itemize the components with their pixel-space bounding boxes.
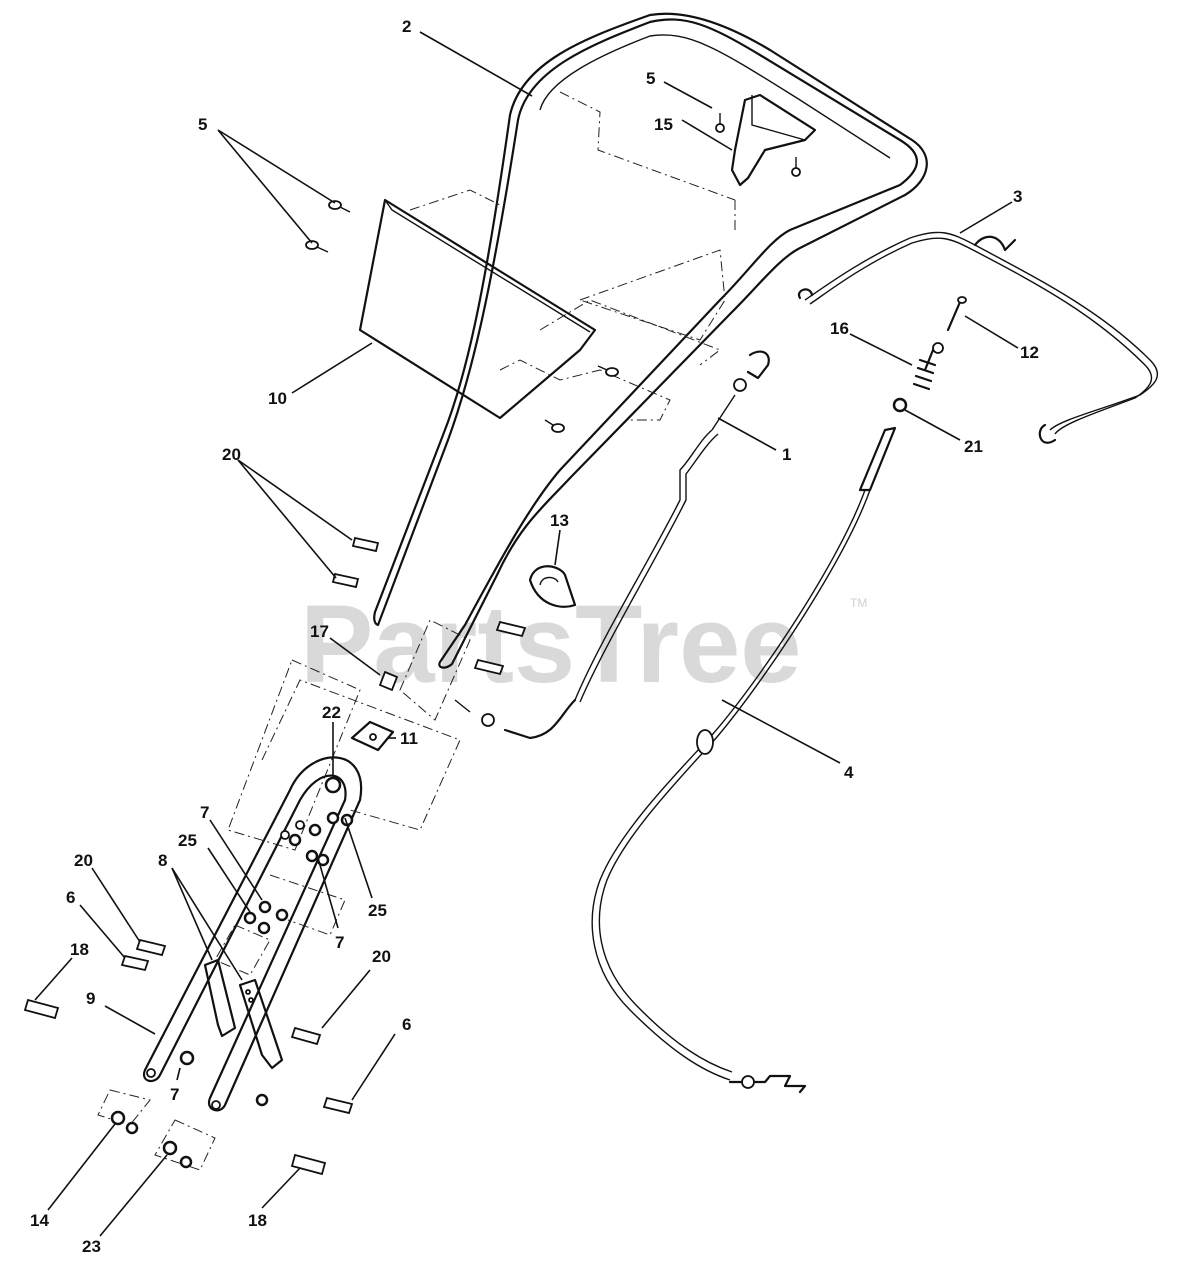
callout-14: 14 [30, 1211, 49, 1230]
bolt-20-mid [331, 572, 360, 589]
washers-14 [110, 1110, 139, 1135]
callout-17: 17 [310, 622, 329, 641]
bolt-6-left [120, 954, 150, 972]
callout-15: 15 [654, 115, 673, 134]
callout-5-top: 5 [646, 69, 655, 88]
bolt-upper-2 [473, 658, 505, 676]
screw-5-upper [328, 200, 351, 213]
nut-7-bottom [179, 1050, 195, 1066]
bracket-8-right [238, 978, 284, 1070]
spring-16 [912, 342, 944, 391]
bolt-20-left [135, 938, 167, 957]
callout-18-left: 18 [70, 940, 89, 959]
callout-20-left: 20 [74, 851, 93, 870]
lower-handle [142, 756, 363, 1112]
bolt-18-right [290, 1153, 327, 1176]
bushing-13 [528, 565, 577, 608]
drive-cable-3 [797, 231, 1159, 444]
bolt-6-right [322, 1096, 354, 1115]
leader-lines [34, 31, 1019, 1237]
upper-handle [373, 12, 928, 669]
callout-7-a: 7 [200, 803, 209, 822]
callout-4: 4 [844, 763, 854, 782]
bolt-20-right [290, 1026, 322, 1046]
screw-panel-right-lower [544, 419, 565, 433]
callout-10: 10 [268, 389, 287, 408]
callouts: 2 5 15 5 3 16 12 21 10 1 20 13 17 22 11 … [30, 17, 1039, 1256]
callout-13: 13 [550, 511, 569, 530]
screw-15-b [791, 157, 801, 177]
callout-12: 12 [1020, 343, 1039, 362]
callout-21: 21 [964, 437, 983, 456]
upper-dashed-guides [227, 619, 471, 851]
callout-7-c: 7 [170, 1085, 179, 1104]
callout-2: 2 [402, 17, 411, 36]
lower-hardware [243, 776, 354, 935]
control-panel-outline [559, 91, 736, 341]
nut-bottom-right [255, 1093, 269, 1107]
bolt-20-top [351, 536, 380, 553]
watermark: PartsTree [300, 583, 801, 706]
bolt-18-left [23, 998, 60, 1020]
bolt-12 [946, 296, 967, 332]
bolt-17 [378, 670, 399, 692]
callout-25-b: 25 [368, 901, 387, 920]
bracket-8-left [203, 958, 237, 1038]
screw-5-lower [305, 240, 329, 253]
callout-23: 23 [82, 1237, 101, 1256]
top-bracket [730, 93, 817, 187]
callout-6-right: 6 [402, 1015, 411, 1034]
callout-25-a: 25 [178, 831, 197, 850]
washers-23 [162, 1140, 193, 1169]
screw-panel-right-upper [597, 365, 619, 377]
callout-1: 1 [782, 445, 791, 464]
callout-20-right: 20 [372, 947, 391, 966]
engine-cable-4 [591, 426, 897, 1094]
bolt-upper-1 [495, 620, 527, 638]
callout-18-bottom: 18 [248, 1211, 267, 1230]
callout-11: 11 [400, 729, 418, 748]
callout-9: 9 [86, 989, 95, 1008]
callout-8: 8 [158, 851, 167, 870]
callout-6-left: 6 [66, 888, 75, 907]
callout-3: 3 [1013, 187, 1022, 206]
callout-20-top: 20 [222, 445, 241, 464]
screw-15-a [715, 113, 725, 133]
nut-21 [892, 397, 908, 413]
callout-22: 22 [322, 703, 341, 722]
callout-16: 16 [830, 319, 849, 338]
callout-5-left: 5 [198, 115, 207, 134]
control-lever-1 [454, 350, 770, 740]
callout-7-b: 7 [335, 933, 344, 952]
watermark-trademark: TM [850, 596, 867, 610]
bracket-11 [350, 720, 395, 752]
panel-10 [358, 189, 722, 421]
